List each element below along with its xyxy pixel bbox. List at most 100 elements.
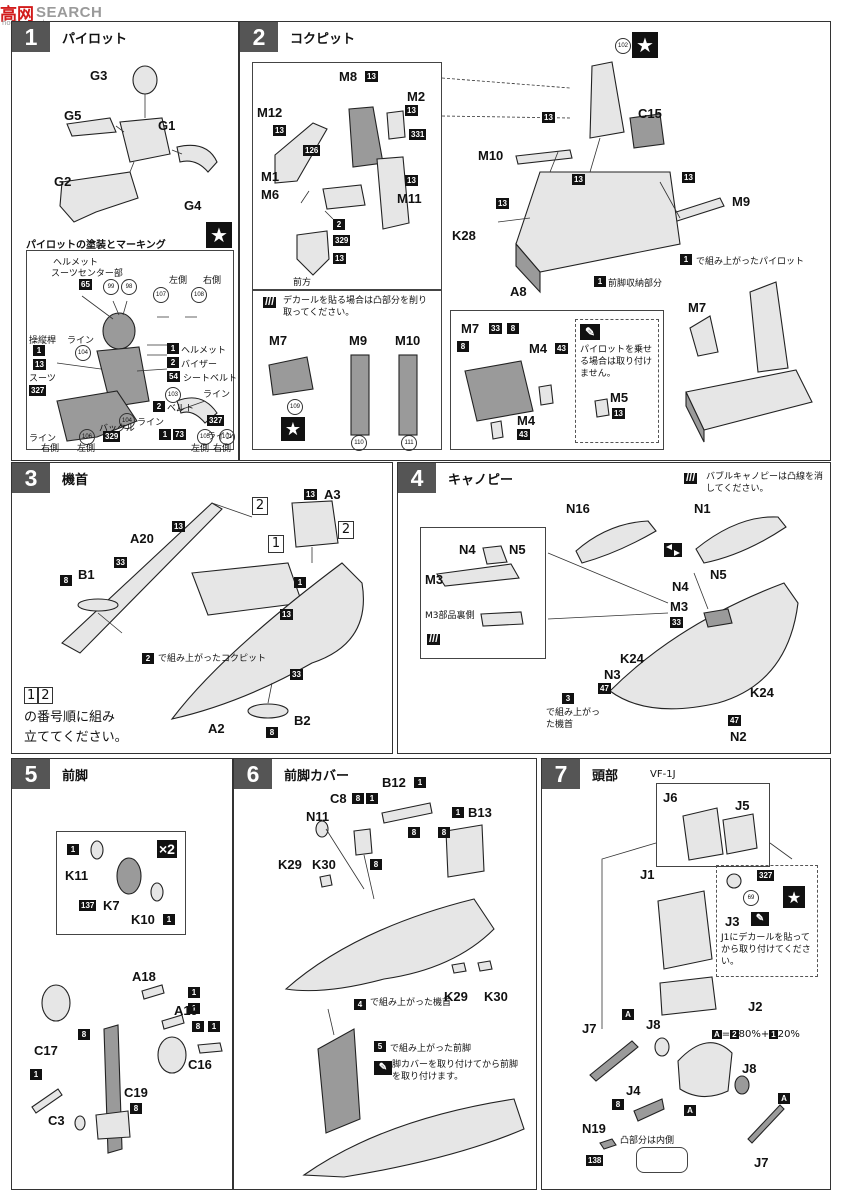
pilot-marking-illustration [56, 295, 218, 442]
step-title: 前脚 [62, 769, 89, 784]
vf1j-illustration [682, 807, 758, 861]
star-icon: ★ [206, 222, 232, 248]
mix-80: 80% [738, 1029, 761, 1040]
star-icon: ★ [632, 32, 658, 58]
tag-A3: A [684, 1105, 696, 1116]
tag-13e: 13 [333, 253, 346, 264]
tag-1c: 1 [188, 987, 200, 998]
wheel-subassembly: 1 K11 K7 137 K10 1 ×2 [56, 831, 186, 935]
part-a18: A18 [132, 969, 156, 984]
gear-note: で組み上がった前脚 [390, 1044, 472, 1054]
decal-104a: 104 [75, 345, 91, 361]
part-g5: G5 [64, 108, 82, 123]
tag-13i: 13 [496, 198, 509, 209]
part-j2: J2 [748, 999, 763, 1014]
mk-line5: ライン [29, 434, 57, 444]
tag-13h: 13 [682, 172, 695, 183]
mk-visor: バイザー [181, 360, 218, 370]
part-m5: M5 [610, 390, 629, 405]
star-icon: ★ [281, 417, 305, 441]
tag-13a: 13 [304, 489, 317, 500]
step-number: 2 [240, 22, 278, 52]
part-j3: J3 [725, 914, 740, 929]
part-m4a: M4 [529, 341, 548, 356]
part-m8: M8 [339, 69, 358, 84]
step-number: 7 [542, 759, 580, 789]
mk-line1: ライン [67, 336, 95, 346]
part-a20: A20 [130, 531, 154, 546]
mix-a: A [712, 1030, 722, 1039]
tag-13f: 13 [542, 112, 555, 123]
part-m7: M7 [688, 300, 707, 315]
order-line2: 立ててください。 [24, 730, 128, 745]
pilot-note-box: ✎ パイロットを乗せる場合は取り付けません。 M5 13 [575, 319, 659, 443]
tag-8c: 8 [438, 827, 450, 838]
m3-detail-box: N4 N5 M3 M3部品裏側 /// [420, 527, 546, 659]
mk-belt: ベルト [167, 404, 195, 414]
tag-1c: 1 [159, 429, 171, 440]
tag-8a: 8 [78, 1029, 90, 1040]
decal-sheet-icon: /// [427, 633, 441, 645]
part-j5: J5 [735, 798, 750, 813]
tag-33a: 33 [114, 557, 127, 568]
step-title: コクピット [290, 32, 356, 47]
tag-13d: 13 [405, 175, 418, 186]
part-j8b: J8 [742, 1061, 757, 1076]
tag-327a: 327 [29, 385, 47, 396]
front-label: 前方 [293, 278, 312, 288]
pilot-note: パイロットを乗せる場合は取り付けません。 [580, 345, 653, 379]
mk-right2: 右側 [41, 444, 60, 454]
tag-327: 327 [757, 870, 775, 881]
pilot-painting-title: パイロットの塗装とマーキング [26, 240, 166, 251]
step-2-panel: 2 コクピット ★ 102 M8 13 M2 13 M12 13 331 126… [239, 21, 831, 461]
decal-110: 110 [351, 435, 367, 451]
tag-13: 13 [33, 359, 46, 370]
tag-1e: 1 [208, 1021, 220, 1032]
tag-8c: 8 [130, 1103, 142, 1114]
decal-sheet-icon: /// [684, 472, 698, 484]
decal-106: 106 [79, 429, 95, 445]
tag-33: 33 [489, 323, 502, 334]
tag-2a: 2 [167, 357, 179, 368]
cockpit-panel-subassembly: M8 13 M2 13 M12 13 331 126 M1 M6 13 M11 … [252, 62, 442, 290]
decal-108: 108 [191, 287, 207, 303]
part-k7: K7 [103, 898, 120, 913]
decal-109: 109 [287, 399, 303, 415]
step-number: 5 [12, 759, 50, 789]
part-a8: A8 [510, 284, 527, 299]
tag-138: 138 [586, 1155, 604, 1166]
tag-13a: 13 [365, 71, 378, 82]
tag-33b: 33 [290, 669, 303, 680]
assembled-pilot-note: で組み上がったパイロット [696, 257, 805, 267]
mk-line3: ライン [137, 418, 165, 428]
part-j1: J1 [640, 867, 655, 882]
mix-eq: = [721, 1029, 731, 1040]
tag-3: 3 [562, 693, 574, 704]
tag-33: 33 [670, 617, 683, 628]
part-m3b: M3 [670, 599, 689, 614]
tag-1b: 1 [167, 343, 179, 354]
part-m1: M1 [261, 169, 280, 184]
part-m4b: M4 [517, 413, 536, 428]
mk-line2: ライン [203, 390, 231, 400]
part-g2: G2 [54, 174, 72, 189]
tag-2: 2 [333, 219, 345, 230]
decal-103: 103 [165, 387, 181, 403]
tag-1a: 1 [67, 844, 79, 855]
front-gear-illustration [31, 984, 223, 1154]
mix-plus: + [760, 1029, 770, 1040]
part-c15: C15 [638, 106, 662, 121]
mk-seatbelt: シートベルト [183, 374, 238, 384]
part-c3: C3 [48, 1113, 65, 1128]
seq-2b: 2 [338, 521, 354, 539]
m3-back-label: M3部品裏側 [425, 611, 475, 621]
part-c17: C17 [34, 1043, 58, 1058]
part-n4b: N4 [672, 579, 689, 594]
part-k11: K11 [65, 868, 89, 883]
decal-111: 111 [401, 435, 417, 451]
part-a3: A3 [324, 487, 341, 502]
step-title: 前脚カバー [284, 769, 350, 784]
part-g1: G1 [158, 118, 176, 133]
part-n11: N11 [306, 809, 330, 824]
part-c19: C19 [124, 1085, 148, 1100]
